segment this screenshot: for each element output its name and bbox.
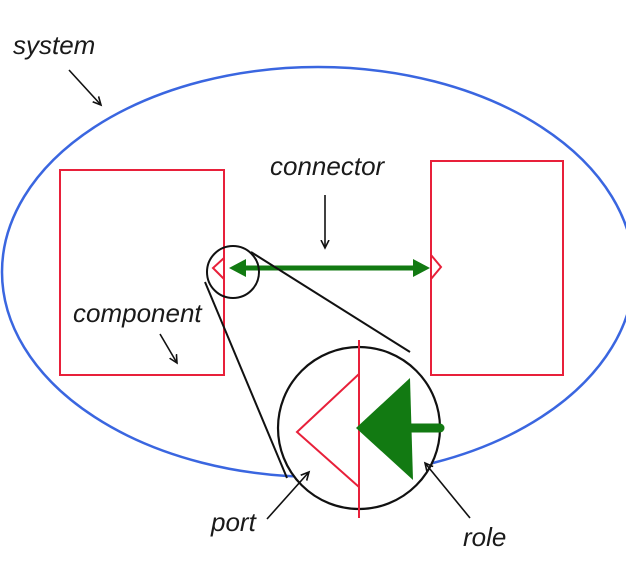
port-pointer-arrow: [266, 472, 309, 520]
system-pointer-arrow: [68, 69, 101, 105]
component-label: component: [73, 298, 203, 328]
component-pointer-arrow: [159, 333, 177, 363]
left-port: [211, 257, 225, 280]
system-label: system: [13, 30, 95, 60]
right-component-box: [430, 160, 564, 376]
right-port: [430, 254, 443, 280]
zoom-tangent-lower: [204, 281, 288, 479]
connector-label: connector: [270, 151, 386, 181]
role-pointer-arrow: [425, 463, 471, 519]
connector-arrow: [229, 259, 430, 277]
magnified-role-arrow: [356, 378, 445, 480]
left-component-box: [59, 169, 225, 376]
magnified-port: [295, 373, 360, 488]
port-label: port: [210, 507, 258, 537]
zoom-tangent-upper: [250, 251, 411, 353]
zoom-source-circle: [206, 245, 260, 299]
role-label: role: [463, 522, 506, 552]
